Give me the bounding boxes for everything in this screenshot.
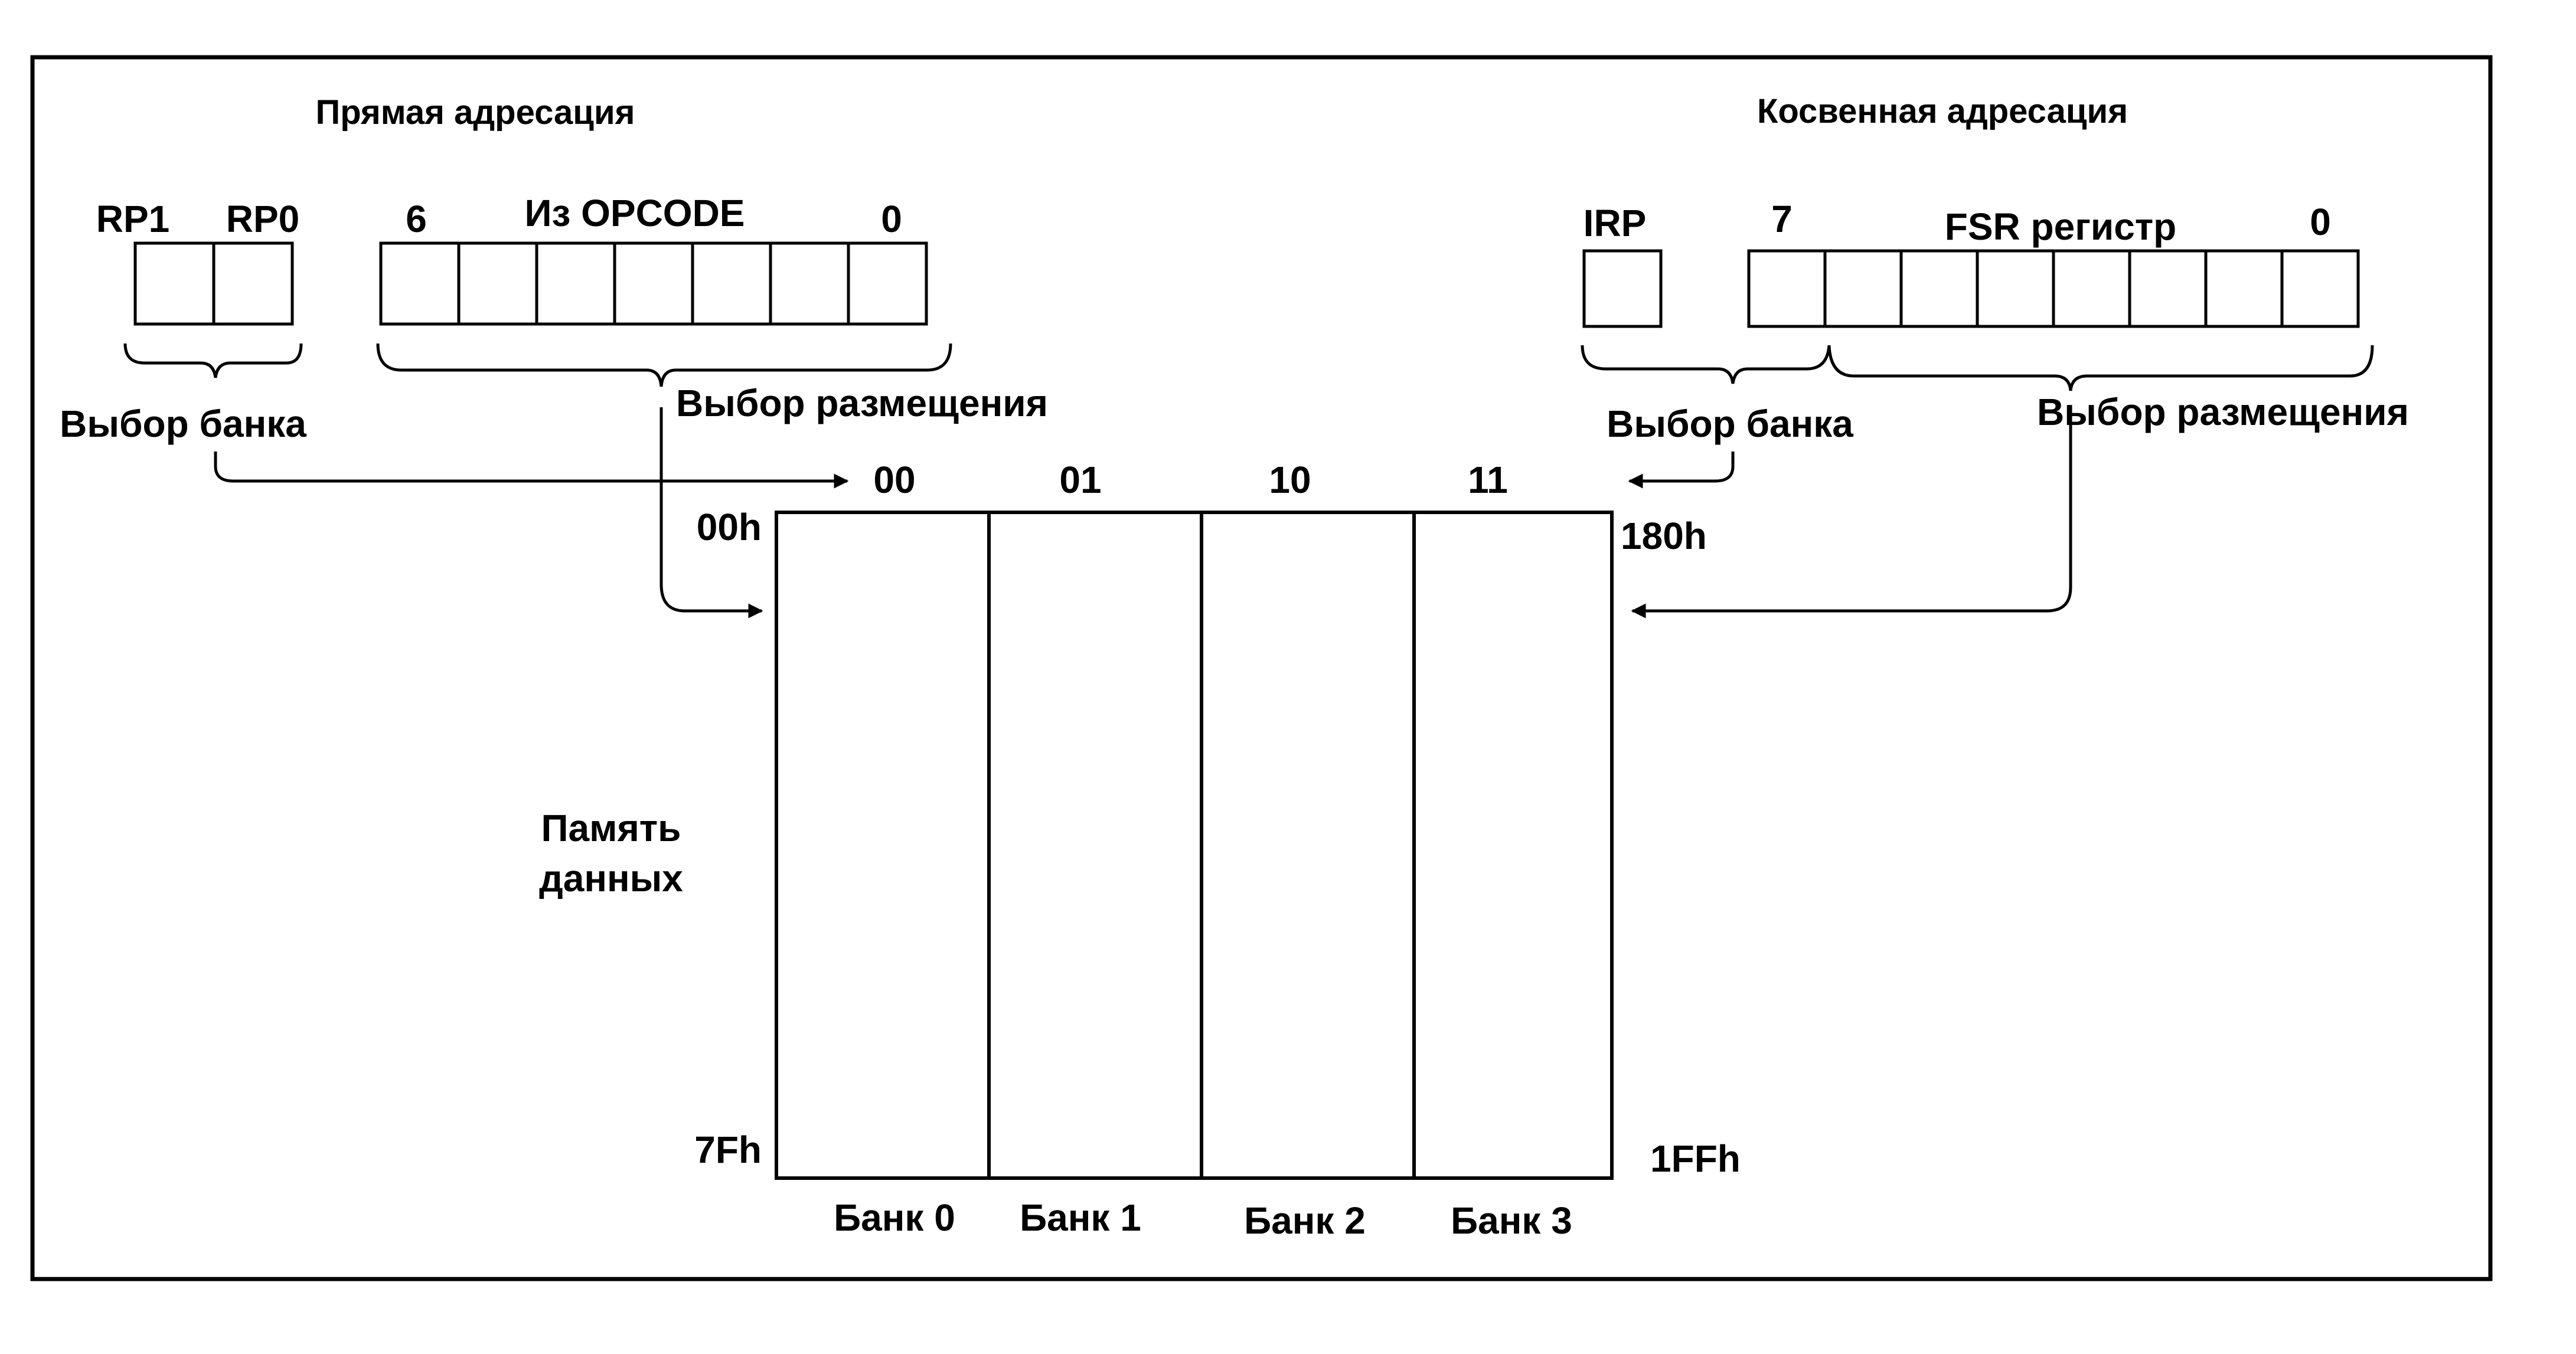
address-1ffh: 1FFh [1650,1137,1741,1180]
address-7fh: 7Fh [694,1129,762,1171]
bank-code-01: 01 [1059,459,1101,501]
opcode-high-bit: 6 [406,198,427,240]
fsr-bit-cell [2052,249,2131,328]
bank-code-11: 11 [1468,459,1508,501]
rp-register [133,241,294,326]
indirect-location-brace [1827,345,2374,391]
memory-bank-1 [987,511,1203,1180]
address-00h: 00h [697,506,762,548]
memory-bank-3 [1412,511,1614,1180]
bank-3-label: Банк 3 [1451,1199,1572,1242]
bank-code-00: 00 [873,459,915,501]
memory-bank-0 [775,511,991,1180]
bank-0-label: Банк 0 [834,1196,955,1239]
direct-bank-arrow [214,452,849,489]
fsr-bit-cell [1823,249,1903,328]
indirect-addressing-title: Косвенная адресация [1757,92,2128,130]
fsr-high-bit: 7 [1771,198,1793,240]
opcode-bit-cell [613,241,694,326]
opcode-bit-cell [457,241,538,326]
direct-location-select-label: Выбор размещения [676,382,1048,424]
rp1-bit-cell [133,241,216,326]
data-memory-block [775,511,1614,1180]
direct-location-brace [376,343,952,387]
fsr-bit-cell [2280,249,2360,328]
irp-bit-cell [1582,249,1663,328]
indirect-location-arrow [1631,407,2072,619]
rp0-label: RP0 [226,198,300,240]
fsr-bit-cell [1747,249,1827,328]
memory-bank-2 [1200,511,1416,1180]
direct-location-arrow [659,407,763,619]
direct-addressing-title: Прямая адресация [316,93,635,132]
indirect-bank-brace [1581,345,1831,384]
fsr-bit-cell [1899,249,1979,328]
indirect-location-select-label: Выбор размещения [2037,391,2409,433]
fsr-bit-cell [2128,249,2208,328]
data-memory-label: Память [541,807,681,849]
opcode-bit-cell [847,241,928,326]
data-memory-label-line2: данных [539,857,683,900]
fsr-bit-cell [1976,249,2055,328]
rp0-bit-cell [212,241,294,326]
diagram-frame [30,55,2493,1281]
indirect-bank-arrow [1628,452,1735,489]
address-180h: 180h [1621,515,1707,557]
indirect-bank-select-label: Выбор банка [1607,403,1853,445]
direct-bank-brace [123,343,303,378]
opcode-bit-cell [535,241,616,326]
opcode-label: Из OPCODE [525,192,745,234]
opcode-bit-cell [379,241,461,326]
opcode-register [379,241,928,326]
bank-1-label: Банк 1 [1020,1196,1141,1239]
bank-code-10: 10 [1269,459,1311,501]
opcode-low-bit: 0 [881,198,902,240]
fsr-register [1747,249,2360,328]
fsr-label: FSR регистр [1945,205,2177,248]
bank-2-label: Банк 2 [1244,1199,1366,1242]
rp1-label: RP1 [96,198,170,240]
irp-label: IRP [1584,202,1647,244]
fsr-bit-cell [2204,249,2284,328]
opcode-bit-cell [769,241,850,326]
direct-bank-select-label: Выбор банка [60,403,306,445]
opcode-bit-cell [691,241,772,326]
fsr-low-bit: 0 [2310,201,2331,243]
